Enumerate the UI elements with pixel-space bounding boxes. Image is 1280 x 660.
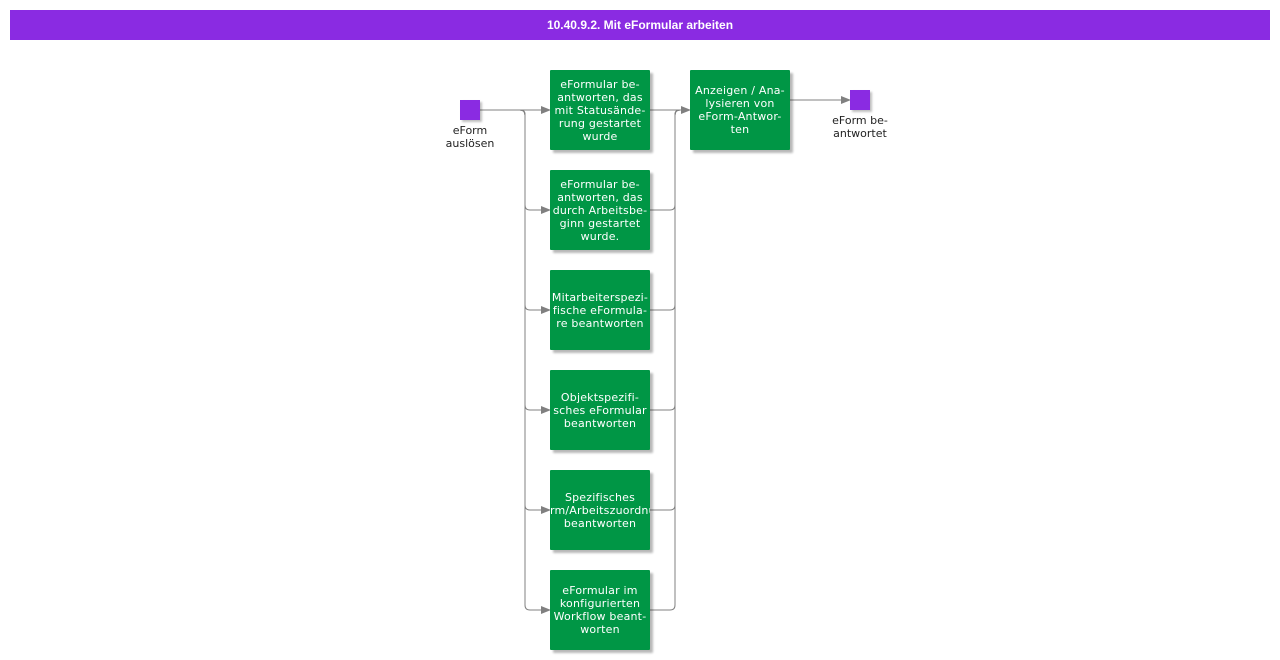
start-event-label: eForm auslösen xyxy=(445,124,495,150)
activity-label: Mitarbeiterspezi- fische eFormula- re be… xyxy=(551,290,649,330)
connector-start-activity-4 xyxy=(480,109,551,414)
activity-analyze-responses[interactable]: Anzeigen / Ana- lysieren von eForm-Antwo… xyxy=(690,70,790,150)
activity-label: eFormular im konfigurierten Workflow bea… xyxy=(553,584,647,636)
activity-object-specific[interactable]: Objektspezifi- sches eFormular beantwort… xyxy=(550,370,650,450)
activity-employee-specific[interactable]: Mitarbeiterspezi- fische eFormula- re be… xyxy=(550,270,650,350)
activity-label: eFormular be- antworten, das mit Statusä… xyxy=(554,77,646,143)
activity-work-start[interactable]: eFormular be- antworten, das durch Arbei… xyxy=(550,170,650,250)
end-event-label: eForm be- antwortet xyxy=(832,114,888,140)
diagram-title: 10.40.9.2. Mit eFormular arbeiten xyxy=(546,18,734,32)
diagram-header: 10.40.9.2. Mit eFormular arbeiten xyxy=(10,10,1270,40)
activity-status-change[interactable]: eFormular be- antworten, das mit Statusä… xyxy=(550,70,650,150)
activity-label: Spezifisches eForm/Arbeitszuordnung bean… xyxy=(550,490,650,530)
end-event-marker[interactable] xyxy=(850,90,870,110)
activity-workflow[interactable]: eFormular im konfigurierten Workflow bea… xyxy=(550,570,650,650)
start-event-marker[interactable] xyxy=(460,100,480,120)
connector-start-activity-6 xyxy=(480,109,551,614)
connector-activity-2-result xyxy=(650,109,690,211)
activity-label: Anzeigen / Ana- lysieren von eForm-Antwo… xyxy=(695,84,785,136)
activity-work-assignment[interactable]: Spezifisches eForm/Arbeitszuordnung bean… xyxy=(550,470,650,550)
activity-label: eFormular be- antworten, das durch Arbei… xyxy=(552,177,648,243)
connector-activity-6-result xyxy=(650,109,690,611)
connector-activity-4-result xyxy=(650,109,690,411)
activity-label: Objektspezifi- sches eFormular beantwort… xyxy=(553,390,647,430)
